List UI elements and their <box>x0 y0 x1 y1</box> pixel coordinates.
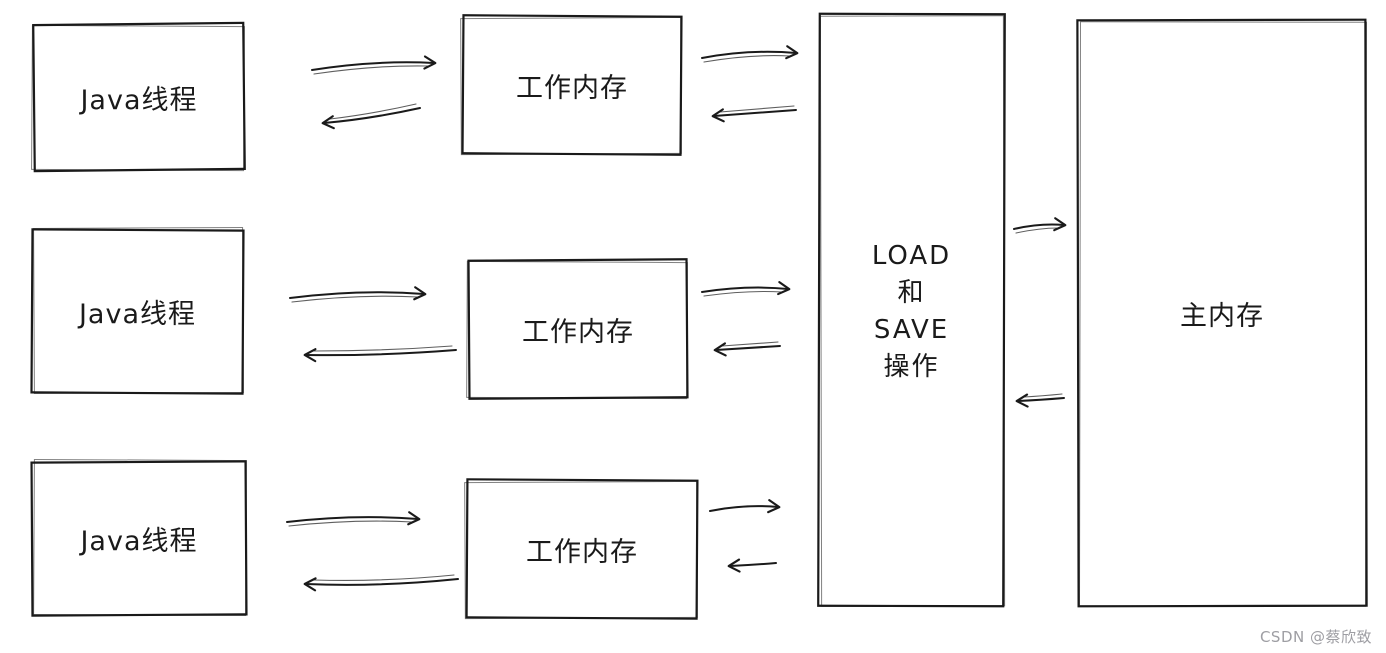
arrow-wm2-to-loadsave <box>701 281 791 297</box>
load-save-box <box>817 12 1006 608</box>
java-thread-box-1 <box>31 21 246 173</box>
csdn-watermark: CSDN @蔡欣致 <box>1259 628 1372 646</box>
working-memory-box-3 <box>464 478 699 620</box>
arrow-wm2-to-thread2 <box>303 345 457 363</box>
arrow-wm1-to-loadsave <box>701 45 799 63</box>
arrow-loadsave-to-mainmemory <box>1013 217 1067 234</box>
main-memory-box <box>1076 18 1368 608</box>
arrow-wm3-to-loadsave <box>709 499 781 514</box>
arrow-wm1-to-thread1 <box>321 103 421 130</box>
arrow-loadsave-to-wm2 <box>713 341 781 357</box>
java-thread-box-3 <box>30 458 248 617</box>
working-memory-box-2 <box>466 258 689 400</box>
java-thread-box-2 <box>30 226 245 395</box>
arrow-wm3-to-thread3 <box>303 574 459 592</box>
working-memory-box-1 <box>460 14 683 156</box>
arrow-thread2-to-wm2 <box>289 286 427 303</box>
arrow-thread3-to-wm3 <box>286 511 421 527</box>
arrow-loadsave-to-wm3 <box>727 558 777 573</box>
arrow-mainmemory-to-loadsave <box>1015 393 1065 408</box>
arrow-thread1-to-wm1 <box>311 55 437 75</box>
arrow-loadsave-to-wm1 <box>711 105 797 123</box>
